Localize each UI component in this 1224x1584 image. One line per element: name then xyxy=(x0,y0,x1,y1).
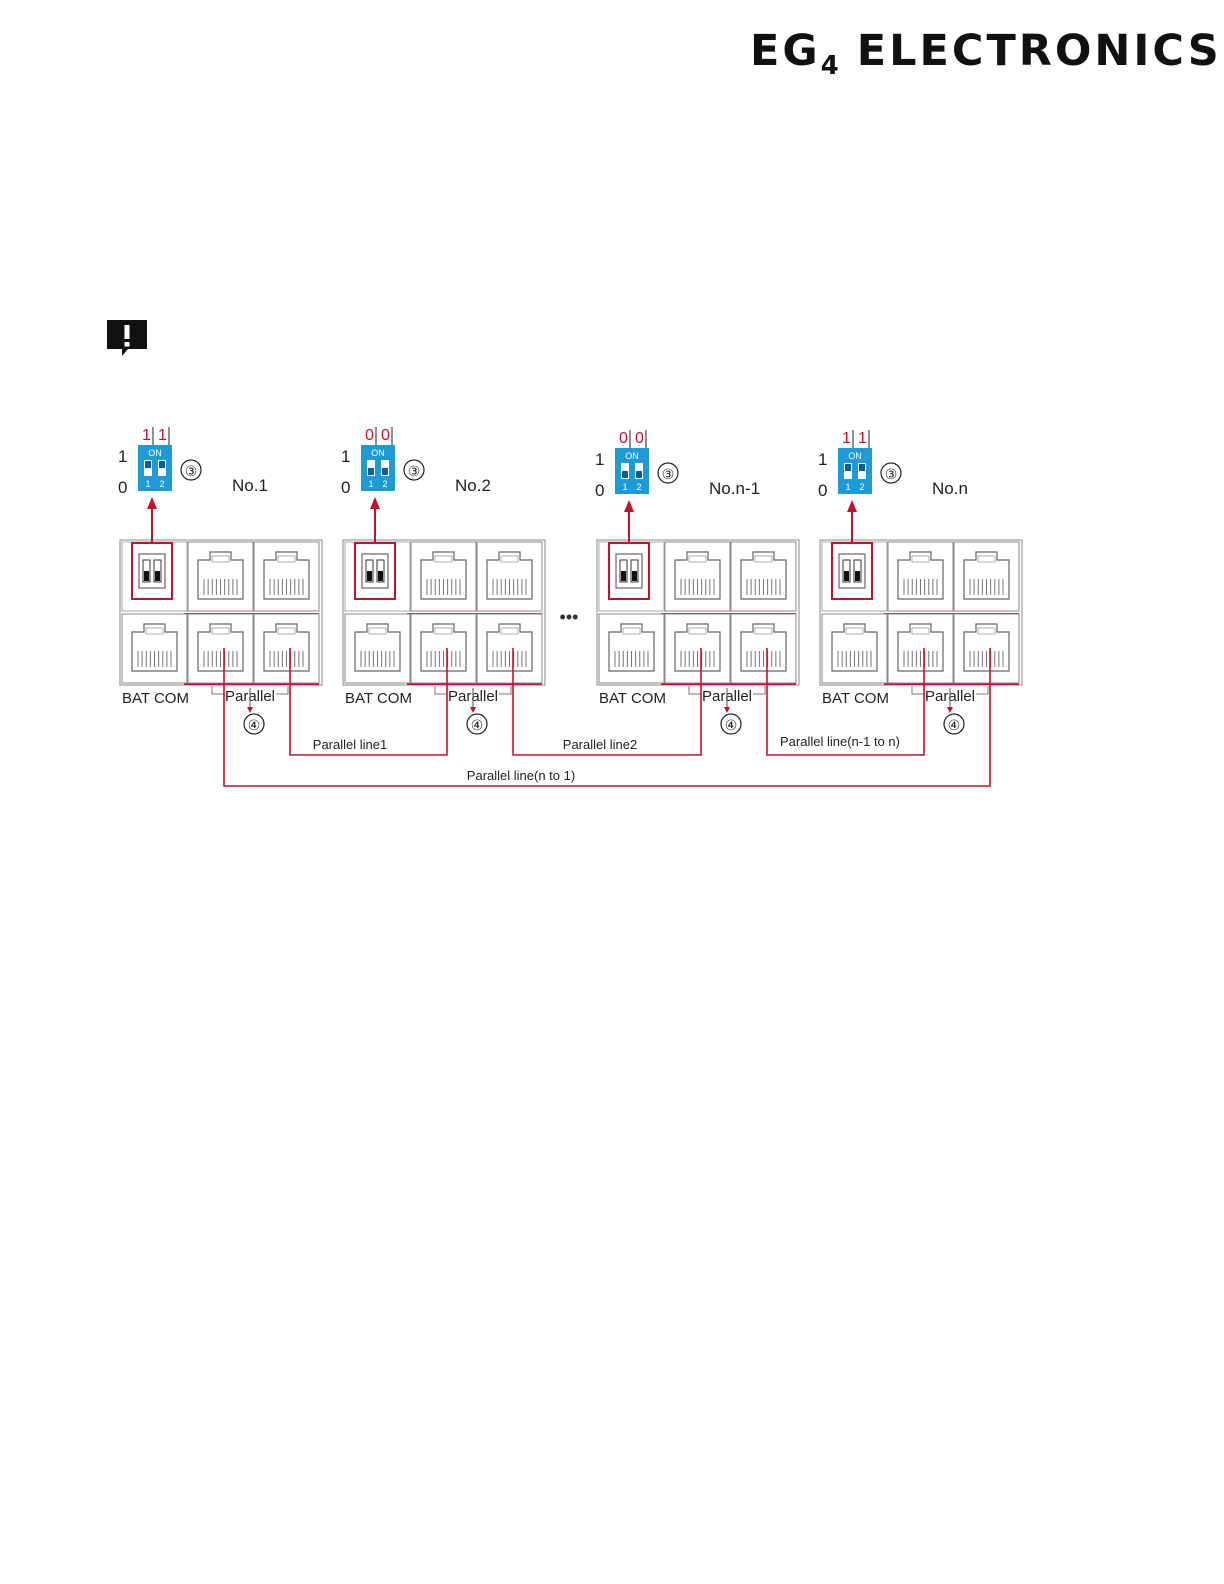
rj45-port xyxy=(411,542,476,611)
dip-arrow-head xyxy=(847,500,857,512)
dip-number-1: 1 xyxy=(145,479,150,489)
rj45-port xyxy=(188,542,253,611)
unit-name-label: No.1 xyxy=(232,476,268,495)
callout-3-label: ③ xyxy=(185,463,198,479)
callout-3-label: ③ xyxy=(885,466,898,482)
level-zero-label: 0 xyxy=(818,481,827,500)
level-one-label: 1 xyxy=(595,450,604,469)
dip-state-value: 1 xyxy=(142,427,151,444)
dip-state-value: 1 xyxy=(158,427,167,444)
callout-3-label: ③ xyxy=(408,463,421,479)
dip-arrow-head xyxy=(624,500,634,512)
dip-number-1: 1 xyxy=(368,479,373,489)
parallel-line-1-label: Parallel line1 xyxy=(313,737,387,752)
dip-number-1: 1 xyxy=(622,482,627,492)
logo-main: EG xyxy=(750,26,821,76)
callout-3-label: ③ xyxy=(662,466,675,482)
callout-4-label: ④ xyxy=(471,717,484,733)
bat-com-label: BAT COM xyxy=(822,690,889,707)
dip-toggle xyxy=(145,461,151,468)
callout-arrowhead xyxy=(470,707,476,713)
parallel-line-n-label: Parallel line(n-1 to n) xyxy=(780,734,900,749)
parallel-port-a xyxy=(188,614,253,683)
rj45-port xyxy=(888,542,953,611)
level-one-label: 1 xyxy=(341,447,350,466)
rj45-port xyxy=(477,542,542,611)
callout-4-label: ④ xyxy=(248,717,261,733)
parallel-port-b xyxy=(254,614,319,683)
dip-on-label: ON xyxy=(148,448,162,458)
bat-com-port xyxy=(122,614,187,683)
dip-state-value: 1 xyxy=(842,430,851,447)
dip-number-2: 2 xyxy=(159,479,164,489)
dip-toggle xyxy=(368,468,374,475)
unit-name-label: No.n xyxy=(932,479,968,498)
dip-toggle xyxy=(845,464,851,471)
parallel-port-b xyxy=(954,614,1019,683)
dip-on-label: ON xyxy=(625,451,639,461)
dip-toggle xyxy=(622,471,628,478)
level-one-label: 1 xyxy=(118,447,127,466)
dip-knob xyxy=(844,571,849,581)
level-zero-label: 0 xyxy=(118,478,127,497)
bat-com-label: BAT COM xyxy=(122,690,189,707)
dip-knob xyxy=(621,571,626,581)
dip-on-label: ON xyxy=(848,451,862,461)
parallel-port-a xyxy=(411,614,476,683)
level-zero-label: 0 xyxy=(595,481,604,500)
dip-knob xyxy=(144,571,149,581)
dip-knob xyxy=(155,571,160,581)
dip-state-value: 1 xyxy=(858,430,867,447)
parallel-port-a xyxy=(665,614,730,683)
parallel-line-2-label: Parallel line2 xyxy=(563,737,637,752)
callout-arrowhead xyxy=(947,707,953,713)
level-zero-label: 0 xyxy=(341,478,350,497)
dip-arrow-head xyxy=(370,497,380,509)
rj45-port xyxy=(665,542,730,611)
bat-com-port xyxy=(599,614,664,683)
logo-rest: ELECTRONICS xyxy=(839,26,1222,76)
dip-number-1: 1 xyxy=(845,482,850,492)
rj45-port xyxy=(731,542,796,611)
rj45-port xyxy=(954,542,1019,611)
bat-com-label: BAT COM xyxy=(345,690,412,707)
bat-com-label: BAT COM xyxy=(599,690,666,707)
dip-state-value: 0 xyxy=(365,427,374,444)
callout-arrowhead xyxy=(247,707,253,713)
dip-state-value: 0 xyxy=(381,427,390,444)
dip-arrow-head xyxy=(147,497,157,509)
dip-number-2: 2 xyxy=(636,482,641,492)
dip-state-value: 0 xyxy=(635,430,644,447)
callout-4-label: ④ xyxy=(948,717,961,733)
dip-number-2: 2 xyxy=(859,482,864,492)
logo-sub: 4 xyxy=(821,51,839,81)
dip-toggle xyxy=(159,461,165,468)
dip-state-value: 0 xyxy=(619,430,628,447)
parallel-port-a xyxy=(888,614,953,683)
dip-knob xyxy=(378,571,383,581)
unit-ellipsis: ••• xyxy=(560,607,579,627)
dip-toggle xyxy=(382,468,388,475)
exclamation-note-icon xyxy=(106,319,148,359)
callout-arrowhead xyxy=(724,707,730,713)
unit-name-label: No.2 xyxy=(455,476,491,495)
callout-4-label: ④ xyxy=(725,717,738,733)
dip-on-label: ON xyxy=(371,448,385,458)
dip-knob xyxy=(632,571,637,581)
dip-knob xyxy=(855,571,860,581)
unit-name-label: No.n-1 xyxy=(709,479,760,498)
egy-electronics-logo: EG4 ELECTRONICS xyxy=(750,26,1190,76)
parallel-line-return-label: Parallel line(n to 1) xyxy=(467,768,575,783)
level-one-label: 1 xyxy=(818,450,827,469)
parallel-port-b xyxy=(731,614,796,683)
dip-toggle xyxy=(636,471,642,478)
dip-knob xyxy=(367,571,372,581)
parallel-port-b xyxy=(477,614,542,683)
dip-number-2: 2 xyxy=(382,479,387,489)
bat-com-port xyxy=(345,614,410,683)
dip-toggle xyxy=(859,464,865,471)
bat-com-port xyxy=(822,614,887,683)
rj45-port xyxy=(254,542,319,611)
